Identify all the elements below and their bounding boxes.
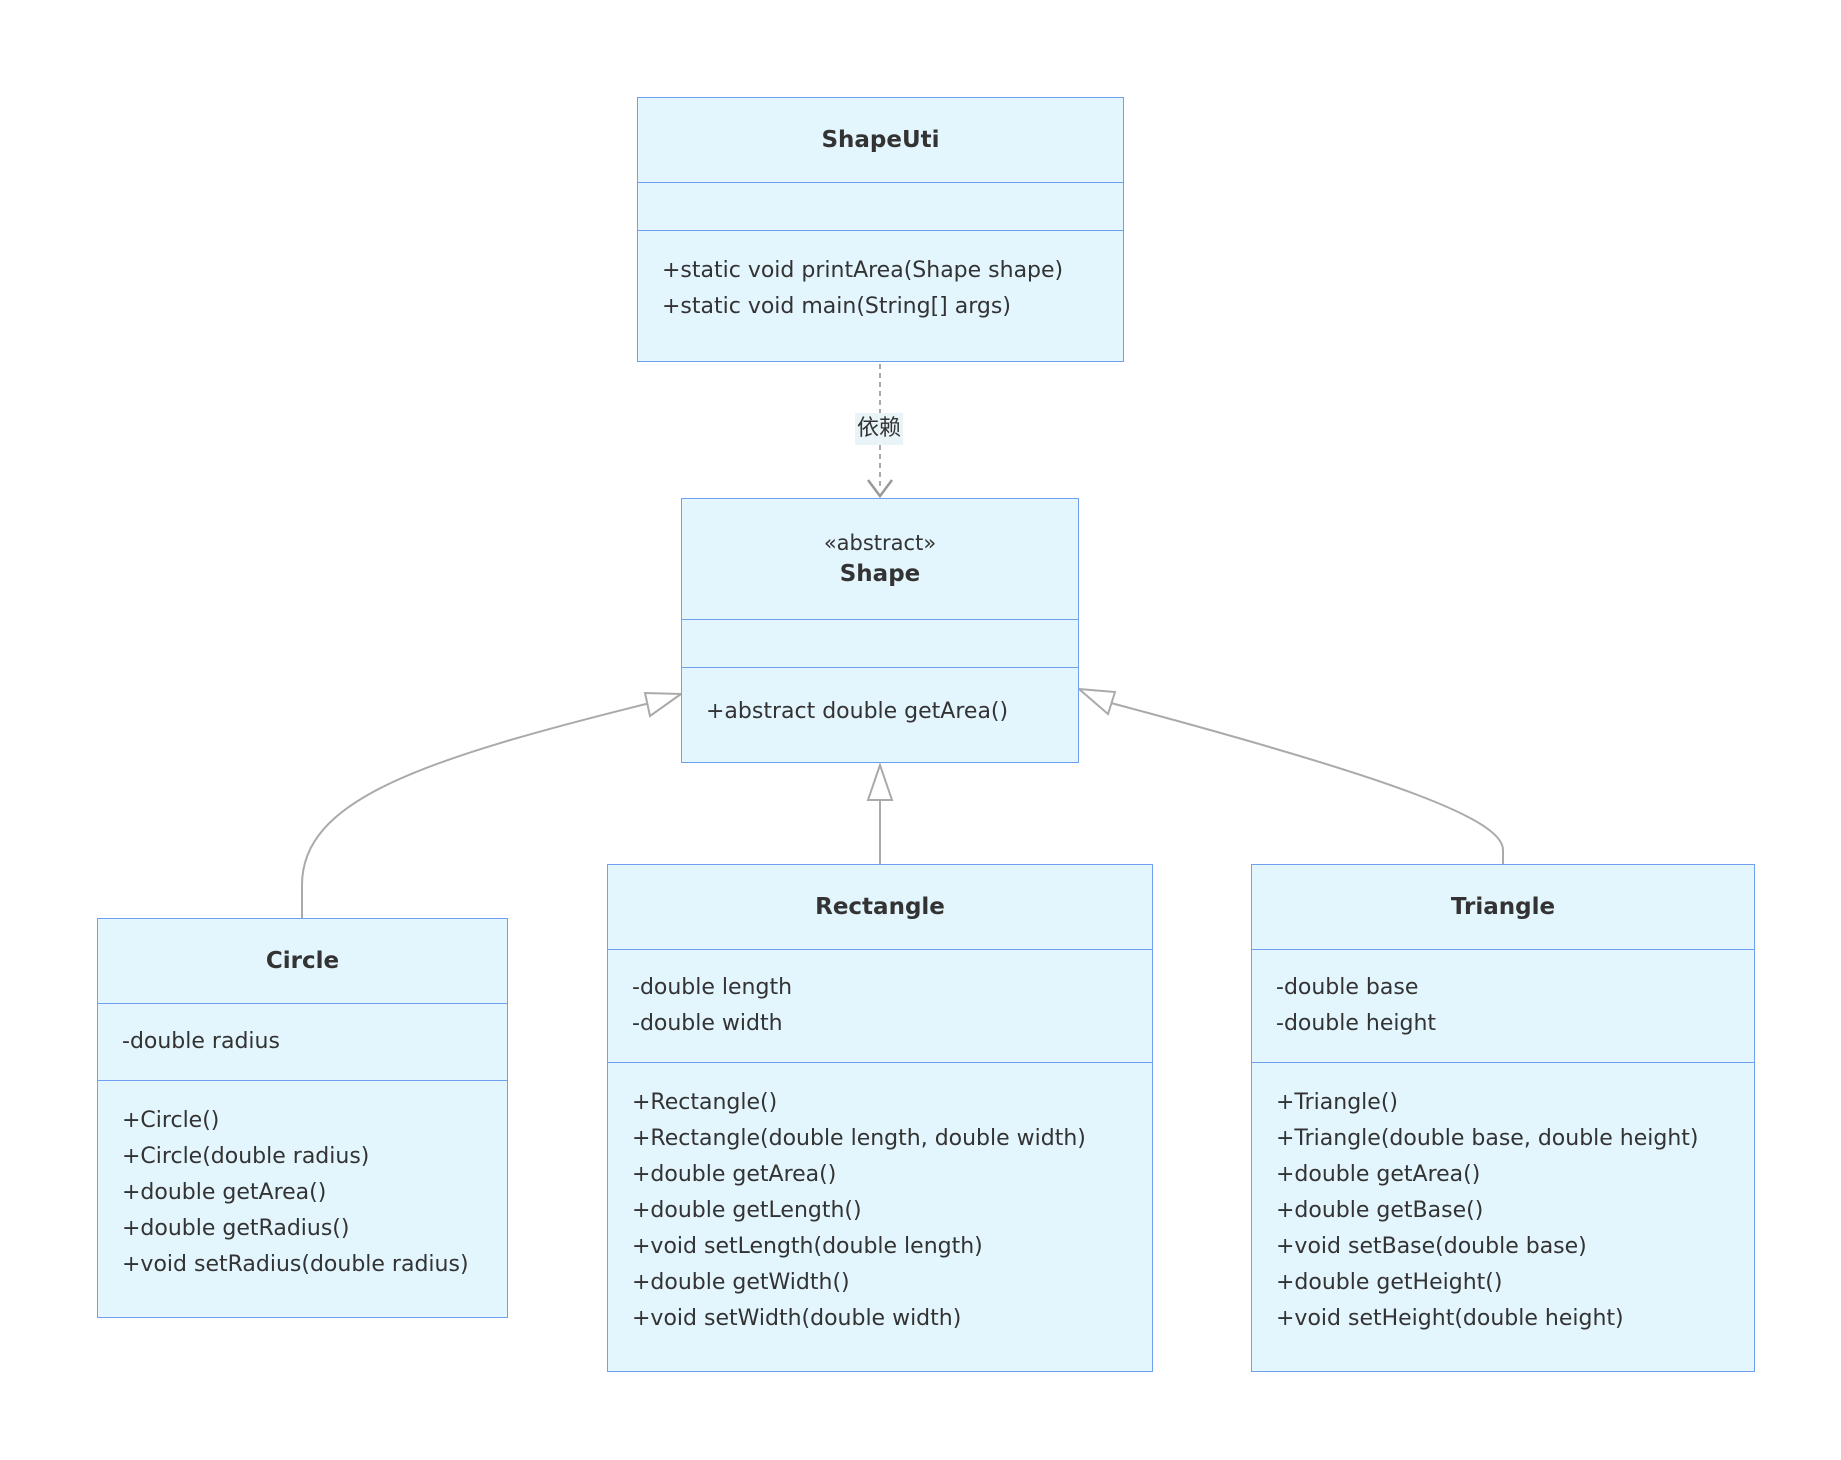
inheritance-arrowhead-rectangle <box>866 761 894 801</box>
attribute-line: -double radius <box>122 1029 280 1054</box>
class-methods: +abstract double getArea() <box>682 668 1078 730</box>
class-name: Rectangle <box>815 894 945 920</box>
class-attributes: -double base -double height <box>1252 950 1754 1063</box>
inheritance-edge-circle <box>301 702 651 918</box>
class-header: «abstract» Shape <box>682 499 1078 620</box>
method-line: +abstract double getArea() <box>706 699 1009 724</box>
dependency-label: 依赖 <box>855 413 904 445</box>
method-line: +Rectangle(double length, double width) <box>632 1126 1086 1151</box>
class-circle: Circle -double radius +Circle() +Circle(… <box>97 918 508 1318</box>
method-line: +double getHeight() <box>1276 1270 1503 1295</box>
class-stereotype: «abstract» <box>823 531 937 555</box>
method-line: +static void main(String[] args) <box>662 294 1011 319</box>
class-methods: +Rectangle() +Rectangle(double length, d… <box>608 1063 1152 1337</box>
method-line: +double getArea() <box>1276 1162 1481 1187</box>
class-methods: +static void printArea(Shape shape) +sta… <box>638 231 1123 325</box>
method-line: +void setRadius(double radius) <box>122 1252 469 1277</box>
class-name: Shape <box>839 561 921 587</box>
class-attributes: -double radius <box>98 1004 507 1081</box>
method-line: +Rectangle() <box>632 1090 778 1115</box>
class-header: Circle <box>98 919 507 1004</box>
class-triangle: Triangle -double base -double height +Tr… <box>1251 864 1755 1372</box>
attribute-line: -double base <box>1276 975 1419 1000</box>
method-line: +Triangle() <box>1276 1090 1398 1115</box>
class-rectangle: Rectangle -double length -double width +… <box>607 864 1153 1372</box>
class-attributes <box>682 620 1078 668</box>
class-shape: «abstract» Shape +abstract double getAre… <box>681 498 1079 763</box>
class-name: Triangle <box>1450 894 1556 920</box>
method-line: +void setHeight(double height) <box>1276 1306 1624 1331</box>
class-header: Rectangle <box>608 865 1152 950</box>
class-methods: +Triangle() +Triangle(double base, doubl… <box>1252 1063 1754 1337</box>
method-line: +static void printArea(Shape shape) <box>662 258 1064 283</box>
class-name: ShapeUti <box>821 127 940 153</box>
inheritance-arrowhead-circle <box>643 691 685 718</box>
class-shapeutil: ShapeUti +static void printArea(Shape sh… <box>637 97 1124 362</box>
method-line: +Circle(double radius) <box>122 1144 370 1169</box>
method-line: +Circle() <box>122 1108 220 1133</box>
method-line: +Triangle(double base, double height) <box>1276 1126 1699 1151</box>
attribute-line: -double width <box>632 1011 783 1036</box>
class-header: Triangle <box>1252 865 1754 950</box>
attribute-line: -double height <box>1276 1011 1437 1036</box>
method-line: +double getArea() <box>122 1180 327 1205</box>
class-name: Circle <box>265 948 340 974</box>
method-line: +void setLength(double length) <box>632 1234 983 1259</box>
method-line: +void setBase(double base) <box>1276 1234 1587 1259</box>
attribute-line: -double length <box>632 975 793 1000</box>
method-line: +double getLength() <box>632 1198 862 1223</box>
method-line: +void setWidth(double width) <box>632 1306 962 1331</box>
inheritance-edge-triangle <box>1110 702 1504 864</box>
method-line: +double getWidth() <box>632 1270 850 1295</box>
class-attributes <box>638 183 1123 231</box>
class-header: ShapeUti <box>638 98 1123 183</box>
inheritance-arrowhead-triangle <box>1076 687 1117 716</box>
dependency-arrowhead <box>867 479 893 499</box>
class-methods: +Circle() +Circle(double radius) +double… <box>98 1081 507 1283</box>
method-line: +double getArea() <box>632 1162 837 1187</box>
method-line: +double getRadius() <box>122 1216 350 1241</box>
method-line: +double getBase() <box>1276 1198 1484 1223</box>
class-attributes: -double length -double width <box>608 950 1152 1063</box>
